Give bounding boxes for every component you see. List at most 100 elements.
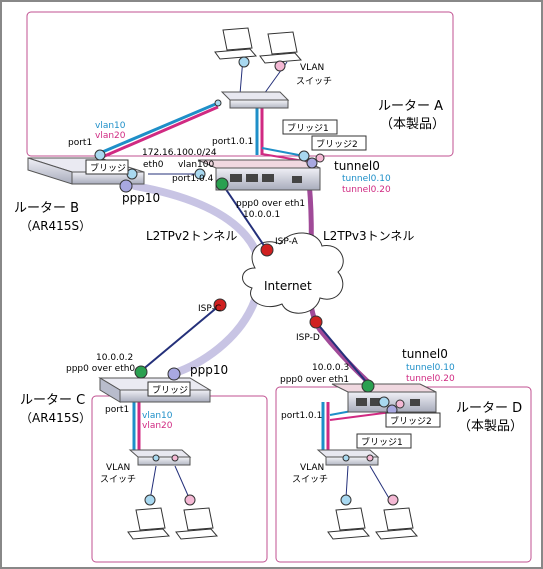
vlan20-label-c: vlan20 xyxy=(142,421,173,431)
port1-label-c: port1 xyxy=(105,405,129,415)
bridge2-dot-d xyxy=(395,399,405,409)
router-c-label: ルーター C xyxy=(20,393,85,408)
isp-c-dot xyxy=(213,298,227,312)
ppp10-label-b: ppp10 xyxy=(122,191,160,205)
ppp0-dot-d xyxy=(361,379,375,393)
link-d-pc2 xyxy=(369,465,391,501)
laptop-icon xyxy=(259,31,303,64)
router-b-sub: （AR415S） xyxy=(20,219,91,233)
laptop-icon xyxy=(175,507,219,540)
laptop-icon xyxy=(214,27,258,60)
port-dot xyxy=(214,99,222,107)
switch-d-label-vlan: VLAN xyxy=(300,463,324,473)
laptop-icon xyxy=(127,507,171,540)
tunnel020-label-a: tunnel0.20 xyxy=(342,185,391,195)
port-dot xyxy=(366,454,374,462)
port-dot xyxy=(184,494,196,506)
eth0-label: eth0 xyxy=(143,160,164,170)
link-d-pc1 xyxy=(345,465,349,499)
ppp0-label-d: ppp0 over eth1 xyxy=(280,375,349,385)
link-ispc-c xyxy=(140,304,221,372)
tunnel0-label-d: tunnel0 xyxy=(402,347,448,361)
tunnel0-dot-a xyxy=(306,157,318,169)
vlan-switch-c xyxy=(128,449,192,466)
isp-a-label: ISP-A xyxy=(275,237,299,247)
port-dot xyxy=(387,494,399,506)
isp-d-label: ISP-D xyxy=(296,333,320,343)
ip-a-label: 10.0.0.1 xyxy=(243,210,280,220)
ppp10-label-c: ppp10 xyxy=(190,363,228,377)
router-c-sub: （AR415S） xyxy=(20,411,91,425)
isp-c-label: ISP-C xyxy=(198,304,221,314)
bridge-box-b xyxy=(85,159,129,175)
laptop-icon xyxy=(375,507,419,540)
site-a-frame xyxy=(26,11,454,157)
bridge1-box-d xyxy=(356,433,412,449)
ppp0-dot-c xyxy=(134,365,148,379)
port101-label-d: port1.0.1 xyxy=(281,411,322,421)
link-a-vlan10 xyxy=(99,101,219,155)
bridge2-label-a: ブリッジ2 xyxy=(316,138,358,150)
router-b-label: ルーター B xyxy=(14,201,79,216)
bridge2-box-d xyxy=(385,412,441,428)
bridge2-label-d: ブリッジ2 xyxy=(390,415,432,427)
port-dot xyxy=(340,494,352,506)
port1-dot-b xyxy=(94,149,106,161)
bridge2-box-a xyxy=(311,135,367,151)
bridge2-d-pink xyxy=(329,411,393,421)
port-dot xyxy=(152,454,160,462)
bridge-label-c: ブリッジ xyxy=(152,384,188,396)
switch-c-label-vlan: VLAN xyxy=(106,463,130,473)
bridge2-dot-a xyxy=(315,153,325,163)
l2tpv3-label: L2TPv3トンネル xyxy=(323,229,414,243)
port-dot xyxy=(238,56,250,68)
vlan100-label: vlan100 xyxy=(178,160,214,170)
link-c-pc2 xyxy=(174,465,191,501)
port-dot xyxy=(144,494,156,506)
port104-label: port1.0.4 xyxy=(172,174,214,184)
ppp10-dot-c xyxy=(167,367,181,381)
isp-d-dot xyxy=(309,315,323,329)
port-dot xyxy=(171,454,179,462)
port104-dot-a xyxy=(194,168,206,180)
bridge1-label-a: ブリッジ1 xyxy=(287,122,329,134)
router-d-sub: （本製品） xyxy=(458,419,523,434)
ppp10-dot-b xyxy=(119,179,133,193)
bridge1-label-d: ブリッジ1 xyxy=(361,436,403,448)
ppp0-label-a: ppp0 over eth1 xyxy=(236,199,305,209)
router-a xyxy=(197,159,321,191)
switch-a-label-vlan: VLAN xyxy=(300,63,324,73)
laptop-icon xyxy=(327,507,371,540)
ppp0-label-c: ppp0 over eth0 xyxy=(66,364,135,374)
ppp0-dot-a xyxy=(215,177,229,191)
bridge-label-b: ブリッジ xyxy=(90,162,126,174)
router-d xyxy=(331,383,437,413)
tunnel010-label-a: tunnel0.10 xyxy=(342,174,391,184)
switch-c-label-switch: スイッチ xyxy=(100,474,136,485)
internet-label: Internet xyxy=(264,279,312,293)
bridge1-a-blue xyxy=(261,147,305,157)
vlan10-label-b: vlan10 xyxy=(95,121,126,131)
isp-a-dot xyxy=(260,243,274,257)
switch-d-label-switch: スイッチ xyxy=(292,474,328,485)
vlan10-label-c: vlan10 xyxy=(142,411,173,421)
l2tpv2-label: L2TPv2トンネル xyxy=(146,229,237,243)
port1-label-b: port1 xyxy=(68,138,92,148)
bridge1-dot-d xyxy=(378,396,390,408)
router-a-sub: （本製品） xyxy=(380,117,445,132)
router-a-label: ルーター A xyxy=(378,99,443,114)
router-d-label: ルーター D xyxy=(456,401,522,416)
ip-d-label: 10.0.0.3 xyxy=(312,363,349,373)
port101-label-a: port1.0.1 xyxy=(212,137,253,147)
switch-a-label-switch: スイッチ xyxy=(296,76,332,87)
bridge1-box-a xyxy=(282,119,338,135)
vlan20-label-b: vlan20 xyxy=(95,131,126,141)
link-ispd-d xyxy=(315,321,369,385)
link-c-pc1 xyxy=(149,465,157,501)
vlan-switch-a xyxy=(220,91,290,109)
vlan-switch-d xyxy=(316,449,380,466)
bridge1-dot-a xyxy=(298,150,310,162)
ip-c-label: 10.0.0.2 xyxy=(96,353,133,363)
